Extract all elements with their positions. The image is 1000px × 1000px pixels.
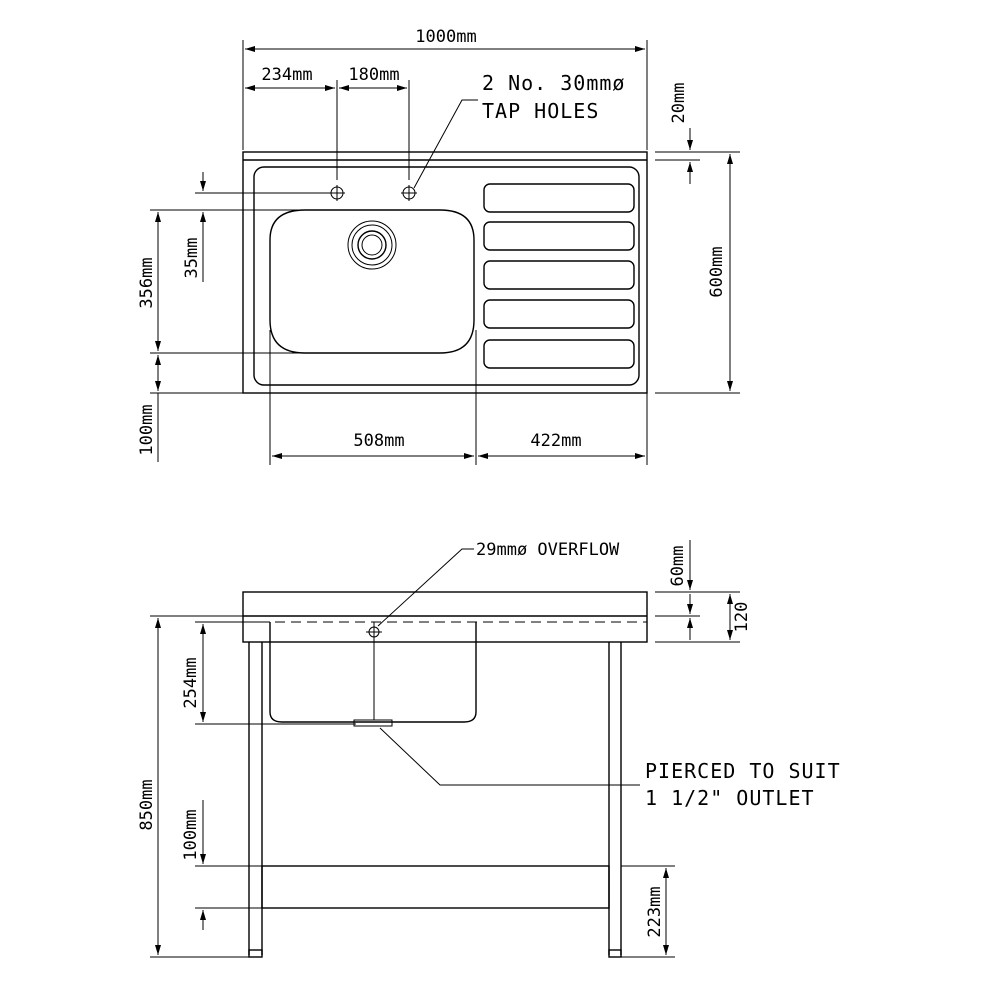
- tap-note-2: TAP HOLES: [482, 99, 599, 123]
- outlet-leader: [379, 727, 640, 786]
- top-thickness-label: 120: [732, 602, 752, 633]
- tap-to-bowl-label: 35mm: [182, 238, 202, 279]
- tap-hole-left: [329, 185, 345, 201]
- bowl-depth-front-label: 254mm: [181, 657, 201, 708]
- overflow-hole: [366, 624, 382, 640]
- drainer-width-label: 422mm: [530, 431, 581, 451]
- bowl-section: [269, 622, 477, 723]
- outlet: [353, 719, 393, 727]
- tap-note-1: 2 No. 30mmø: [482, 71, 625, 95]
- top-slab: [242, 591, 648, 643]
- upstand-height-label: 60mm: [668, 546, 688, 587]
- right-leg: [608, 642, 622, 958]
- front-view: 29mmø OVERFLOW 60mm 120 254mm 850mm 100m…: [137, 540, 841, 958]
- tap-hole-right: [401, 185, 417, 201]
- sink-top-outline: [242, 151, 648, 394]
- bowl-width-label: 508mm: [353, 431, 404, 451]
- shelf-thickness-label: 100mm: [181, 809, 201, 860]
- drainer-grooves: [483, 183, 635, 369]
- outlet-note-2: 1 1/2" OUTLET: [645, 786, 815, 810]
- tap-leader: [413, 99, 478, 189]
- tap-offset-label: 234mm: [261, 65, 312, 85]
- plan-view: 1000mm 234mm 180mm 2 No. 30mmø TAP HOLES…: [137, 27, 740, 465]
- left-leg: [248, 642, 263, 958]
- inner-rim: [253, 166, 640, 386]
- overall-width-label: 1000mm: [415, 27, 476, 47]
- outlet-note-1: PIERCED TO SUIT: [645, 759, 841, 783]
- bowl-outline: [269, 209, 475, 354]
- overall-height-label: 850mm: [137, 779, 157, 830]
- front-edge-label: 100mm: [137, 404, 157, 455]
- shelf-height-label: 223mm: [645, 886, 665, 937]
- overflow-note: 29mmø OVERFLOW: [476, 540, 620, 560]
- upstand-label: 20mm: [669, 83, 689, 124]
- depth-label: 600mm: [707, 246, 727, 297]
- tap-spacing-label: 180mm: [348, 65, 399, 85]
- under-shelf: [261, 865, 610, 909]
- overflow-leader: [377, 548, 474, 627]
- waste-outlet: [347, 220, 397, 270]
- bowl-depth-label: 356mm: [137, 257, 157, 308]
